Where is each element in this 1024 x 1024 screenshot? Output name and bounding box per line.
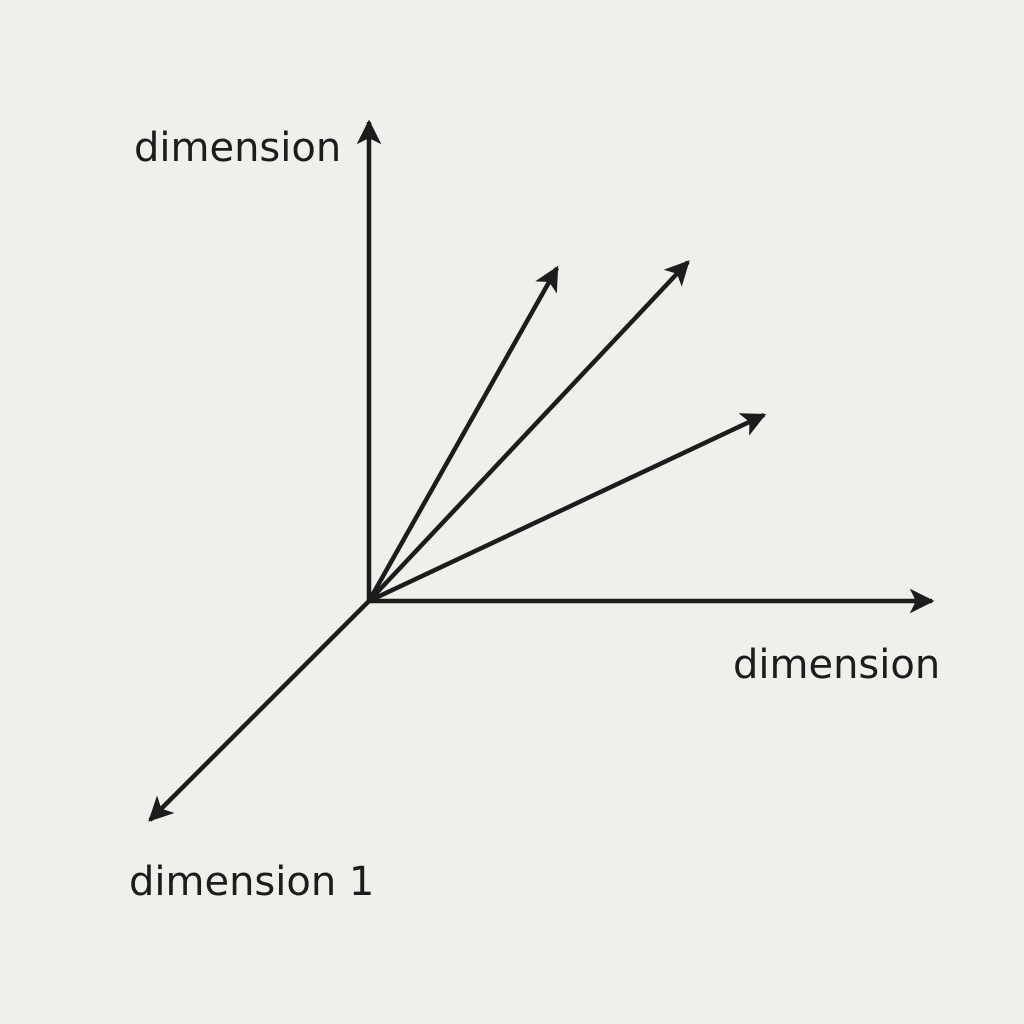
vector-arrow-3 [368,412,767,604]
horizontal-axis-label: dimension [733,642,941,688]
depth-axis [148,599,371,822]
depth-axis-label: dimension 1 [129,859,375,905]
vector-arrow-1 [367,265,559,603]
vertical-axis-label: dimension [134,125,342,171]
vector-arrow-2 [367,260,690,603]
